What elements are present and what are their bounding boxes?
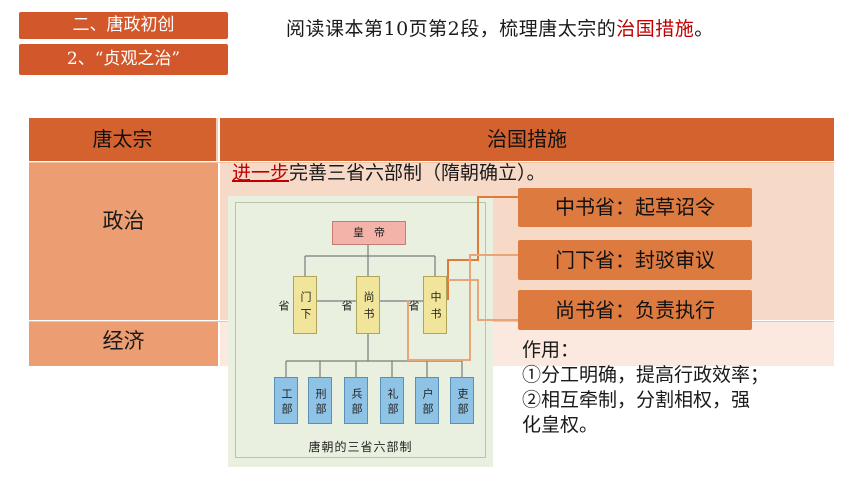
chart-node-ministry-justice: 刑部 <box>308 377 332 424</box>
instruction-prefix: 阅读课本第10页第2段，梳理唐太宗的 <box>286 18 617 40</box>
instruction-highlight: 治国措施 <box>616 18 695 40</box>
politics-emphasis: 进一步 <box>232 162 290 184</box>
chart-node-zhongshu: 中书省 <box>407 276 447 334</box>
chart-caption: 唐朝的三省六部制 <box>308 440 413 454</box>
instruction-text: 阅读课本第10页第2段，梳理唐太宗的治国措施。 <box>286 14 714 41</box>
chart-node-shangshu: 尚书省 <box>340 276 380 334</box>
subsection-tag: 2、“贞观之治” <box>19 44 228 75</box>
callout-menxia: 门下省：封驳审议 <box>518 240 752 280</box>
row-divider <box>29 162 834 163</box>
chart-node-emperor: 皇帝 <box>332 221 406 245</box>
instruction-suffix: 。 <box>694 18 714 40</box>
chart-node-ministry-personnel: 吏部 <box>450 377 474 424</box>
effects-item: ②相互牵制，分割相权，强 <box>522 389 751 411</box>
chart-node-ministry-works: 工部 <box>274 377 298 424</box>
section-tag: 二、唐政初创 <box>19 12 228 39</box>
header-measures: 治国措施 <box>220 118 834 161</box>
chart-node-ministry-revenue: 户部 <box>415 377 439 424</box>
chart-node-menxia: 门下省 <box>277 276 317 334</box>
politics-text: 完善三省六部制（隋朝确立）。 <box>289 162 546 184</box>
chart-node-ministry-rites: 礼部 <box>380 377 404 424</box>
effects-item: 化皇权。 <box>522 414 599 436</box>
politics-measure: 进一步完善三省六部制（隋朝确立）。 <box>232 158 546 185</box>
effects-text: 作用： ①分工明确，提高行政效率； ②相互牵制，分割相权，强 化皇权。 <box>522 338 852 438</box>
row-politics-label: 政治 <box>29 163 218 320</box>
effects-title: 作用： <box>522 339 580 361</box>
callout-zhongshu: 中书省：起草诏令 <box>518 188 752 227</box>
callout-shangshu: 尚书省：负责执行 <box>518 290 752 330</box>
effects-item: ①分工明确，提高行政效率； <box>522 364 770 386</box>
chart-node-ministry-war: 兵部 <box>344 377 368 424</box>
header-emperor: 唐太宗 <box>29 118 218 161</box>
row-economy-label: 经济 <box>29 322 218 366</box>
three-departments-chart: 皇帝 门下省 尚书省 中书省 工部 刑部 兵部 礼部 户部 吏部 唐朝的三省六部… <box>228 196 493 467</box>
